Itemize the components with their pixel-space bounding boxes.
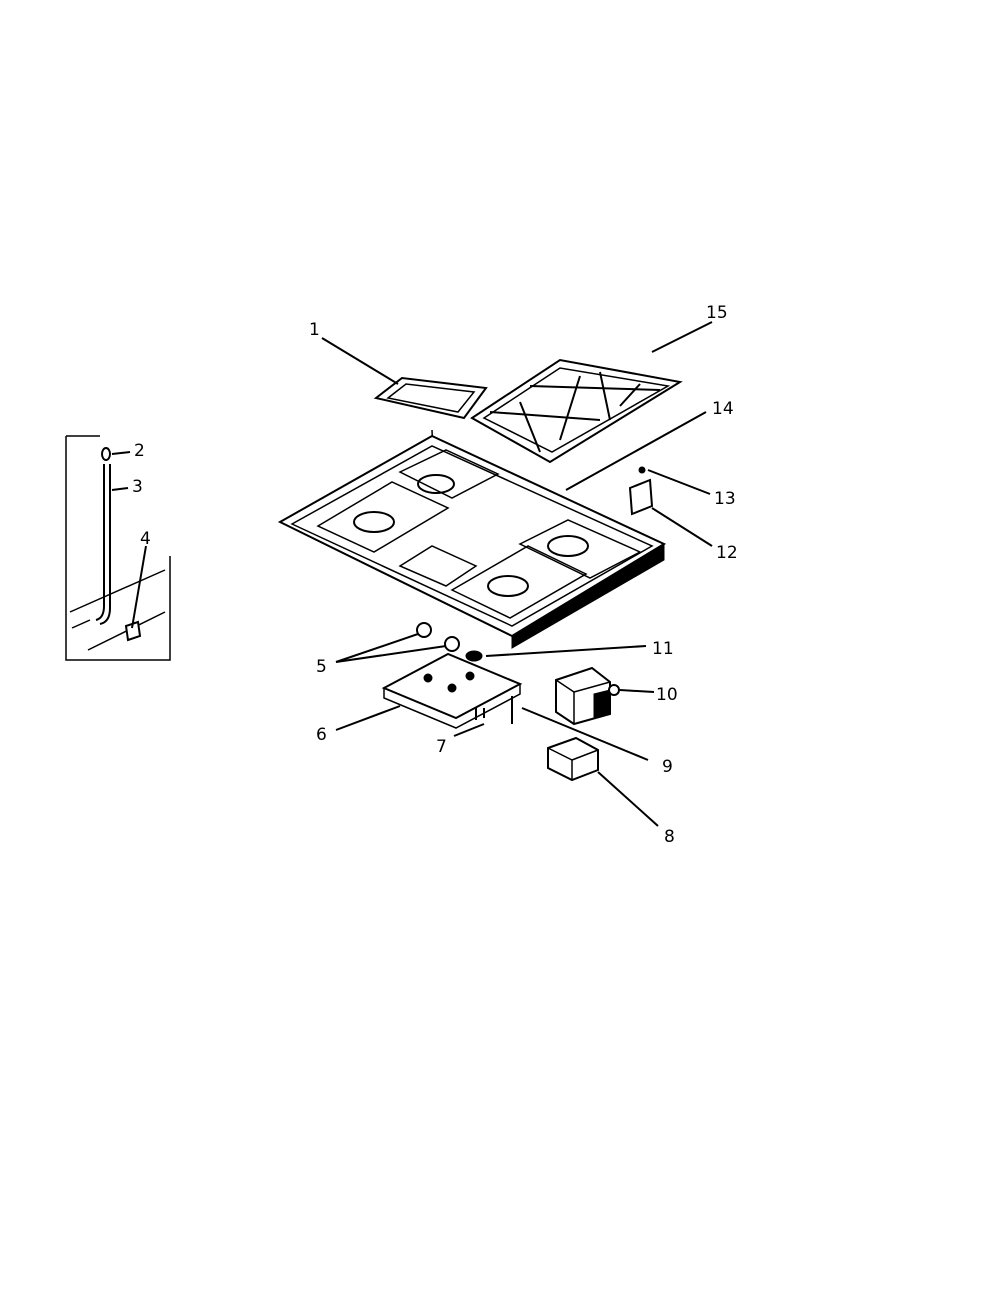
leader-15 [651, 321, 713, 353]
callout-2: 2 [134, 441, 145, 461]
part-14-cooktop [277, 411, 707, 649]
module-terminal [608, 684, 620, 696]
manifold-side [383, 684, 521, 729]
callout-8: 8 [664, 827, 675, 847]
cooktop-edge-left [279, 521, 513, 637]
callout-labels: 1 2 3 4 5 6 7 8 9 10 11 12 13 14 15 [132, 303, 738, 847]
leader-14 [565, 411, 707, 491]
box-edge-1 [547, 747, 573, 761]
part-11-valve-body [465, 650, 483, 662]
callout-15: 15 [706, 303, 728, 323]
part-7-screws [453, 708, 485, 737]
well-right-front [450, 545, 588, 619]
callout-6: 6 [316, 725, 327, 745]
leader-5a [335, 633, 419, 663]
callout-9: 9 [662, 757, 673, 777]
part-6-manifold [335, 652, 523, 731]
manifold-hole-1 [423, 673, 433, 683]
callout-14: 14 [712, 399, 734, 419]
part-4-clip [124, 620, 142, 642]
part-13-screw [638, 466, 646, 474]
grate-bar-4 [599, 371, 611, 421]
inset-frame [65, 436, 171, 661]
callout-11: 11 [652, 639, 674, 659]
callout-1: 1 [309, 320, 320, 340]
manifold-hole-3 [465, 671, 475, 681]
leader-7 [453, 723, 485, 737]
part-10-module [555, 666, 655, 726]
leader-1 [321, 337, 399, 385]
inset-surface-line-3 [71, 619, 91, 629]
leader-9 [521, 707, 649, 761]
module-edge-1 [555, 679, 575, 693]
part-9-pin [511, 696, 649, 761]
orifice-2 [444, 636, 460, 652]
part-3-rod [95, 464, 105, 621]
leader-12 [651, 507, 713, 547]
leader-4 [131, 545, 147, 629]
cooktop-rim [290, 445, 654, 627]
callout-13: 13 [714, 489, 736, 509]
inset-detail [65, 435, 171, 661]
leader-5b [335, 645, 447, 663]
part-12-bracket [628, 478, 654, 516]
part-8-box [547, 736, 659, 827]
callout-10: 10 [656, 685, 678, 705]
inset-surface-line-1 [69, 569, 166, 613]
leader-8 [597, 771, 659, 827]
cooktop-surface [277, 434, 667, 638]
manifold-hole-2 [447, 683, 457, 693]
well-right-rear [518, 519, 642, 579]
burner-ring-2 [417, 474, 455, 494]
center-opening [398, 545, 478, 587]
callout-7: 7 [436, 737, 447, 757]
grate-inner [482, 367, 671, 453]
insert-inner [386, 383, 476, 413]
part-12-13-bracket [628, 466, 713, 547]
grate-bar-5 [559, 375, 581, 441]
well-left-front [316, 481, 450, 553]
leader-3 [111, 487, 129, 491]
burner-ring-3 [487, 575, 529, 597]
module-coil [593, 689, 611, 719]
callout-5: 5 [316, 657, 327, 677]
orifice-1 [416, 622, 432, 638]
callout-4: 4 [140, 529, 151, 549]
grate-bar-6 [619, 383, 641, 407]
leader-2 [111, 451, 131, 455]
part-5-orifices [335, 622, 460, 663]
burner-ring-4 [547, 535, 589, 557]
leader-11 [485, 645, 647, 657]
grate-bar-1 [489, 411, 601, 421]
insert-outer [373, 376, 488, 420]
leader-10 [619, 689, 655, 693]
grate-bar-3 [519, 401, 541, 453]
grate-bar-2 [529, 385, 661, 391]
part-11-valve [465, 645, 647, 662]
leader-6 [335, 705, 401, 731]
module-edge-2 [573, 681, 611, 693]
callout-3: 3 [132, 477, 143, 497]
cooktop-front-edge [511, 543, 665, 649]
burner-ring-1 [353, 511, 395, 533]
part-15-grate [470, 321, 713, 464]
part-3-rod-edge [99, 464, 111, 625]
callout-12: 12 [716, 543, 738, 563]
part-2-cap [101, 447, 111, 461]
grate-frame [470, 358, 683, 464]
leader-13 [647, 469, 711, 495]
box-edge-2 [571, 749, 599, 761]
well-left-rear [398, 449, 500, 499]
